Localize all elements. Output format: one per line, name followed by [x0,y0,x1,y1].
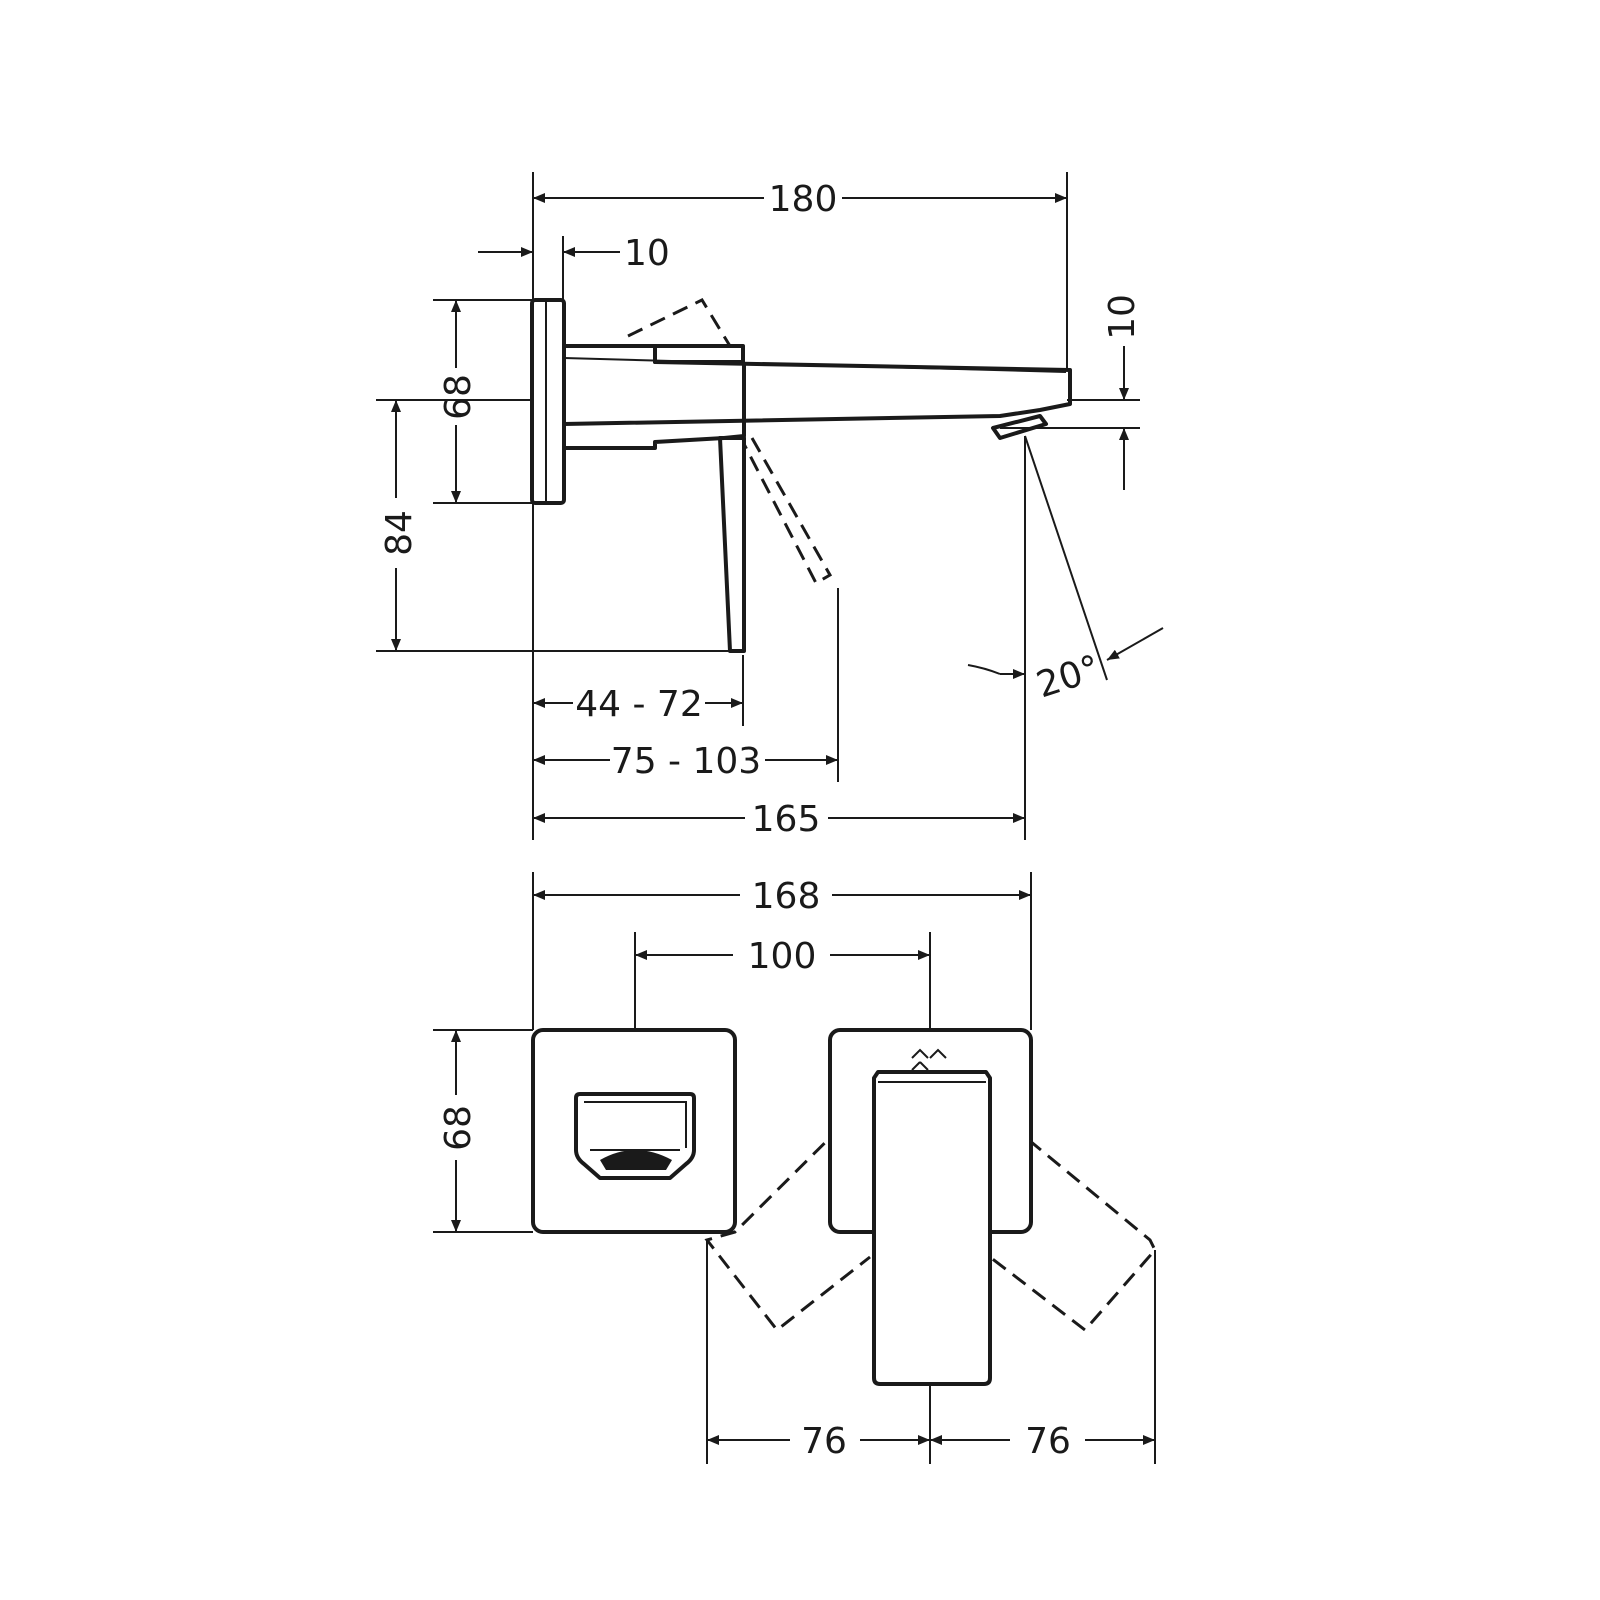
angle-20-label: 20° [1032,648,1105,707]
spout-outlet-front [574,1092,696,1180]
aerator-front [600,1150,672,1170]
lever-handle [718,436,746,653]
dim-75-103-label: 75 - 103 [611,741,761,782]
lever-swing-right [989,1106,1157,1333]
lever-handle-front [872,1070,992,1386]
dim-68-front-label: 68 [438,1105,479,1151]
aerator-outlet [991,414,1048,440]
lever-alt-up [627,298,732,347]
lever-swing-left [704,1106,871,1333]
dim-165-label: 165 [752,799,821,840]
extension-line-angle [1024,435,1108,681]
dim-180-label: 180 [769,179,838,220]
dim-44-72-label: 44 - 72 [575,684,703,725]
dim-84-label: 84 [379,510,420,556]
dim-76-right-label: 76 [1025,1421,1071,1462]
lever-cap [653,344,745,364]
spout-top-edge [563,357,1067,373]
spout-wall-plate [531,1028,737,1234]
dim-168-label: 168 [752,876,821,917]
angle-arc-left [967,664,1001,675]
side-view: 180 10 10 68 84 20° 44 - 72 75 - 103 [376,172,1164,840]
dim-68-side-label: 68 [438,374,479,420]
valve-housing [562,362,746,450]
logo-mark [911,1048,947,1071]
spout-body [563,344,1072,426]
wall-plate-side [530,298,566,505]
front-view: 168 100 68 76 76 [433,872,1157,1464]
dim-10-spout-label: 10 [1102,294,1143,340]
dim-100-label: 100 [748,936,817,977]
lever-alt-forward [742,437,833,586]
dim-10-plate-label: 10 [624,233,670,274]
spout-outlet-inner [584,1101,687,1148]
dim-76-left-label: 76 [801,1421,847,1462]
angle-arrow-right [1106,627,1164,661]
